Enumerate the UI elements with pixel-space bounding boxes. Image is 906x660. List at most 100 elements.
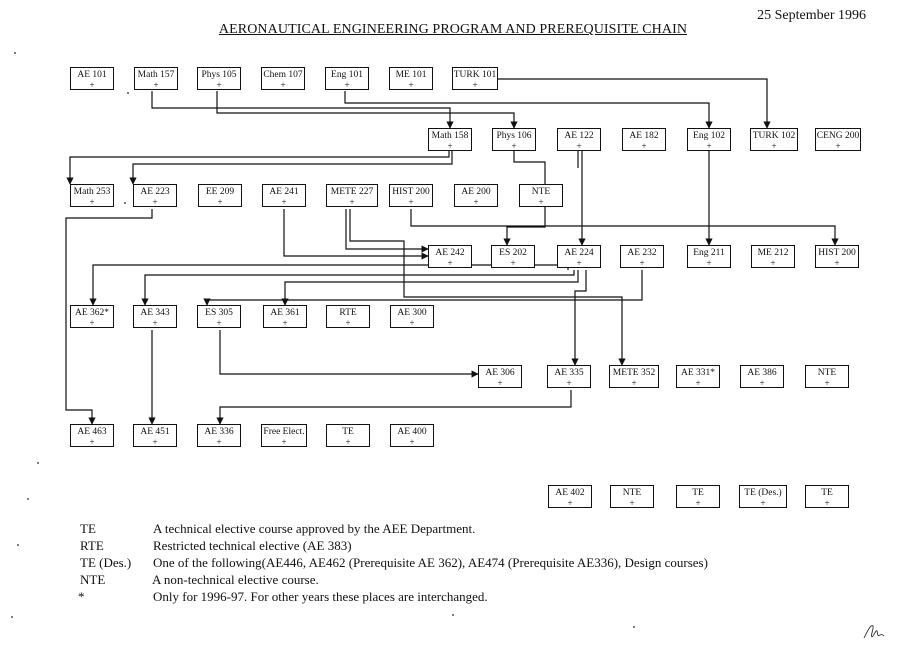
- edge-eng101-eng102: [344, 91, 713, 129]
- course-box-ae451: AE 451+: [133, 424, 177, 447]
- course-label: HIST 200: [818, 248, 856, 258]
- course-box-ae232: AE 232+: [620, 245, 664, 268]
- edge-mete227-ae242: [345, 209, 429, 253]
- course-label: AE 451: [140, 427, 170, 437]
- course-label: NTE: [817, 368, 837, 378]
- course-plus-mark: +: [216, 318, 222, 328]
- course-box-nte1: NTE+: [519, 184, 563, 207]
- course-box-es202: ES 202+: [491, 245, 535, 268]
- course-label: AE 300: [397, 308, 427, 318]
- course-label: AE 241: [269, 187, 299, 197]
- course-label: AE 224: [564, 248, 594, 258]
- course-plus-mark: +: [770, 258, 776, 268]
- course-plus-mark: +: [281, 437, 287, 447]
- edge-ae224-ae361: [281, 270, 579, 306]
- edge-ae224-ae335: [571, 270, 587, 366]
- course-label: AE 331*: [680, 368, 716, 378]
- edge-ae224-ae343: [141, 270, 575, 306]
- course-plus-mark: +: [280, 80, 286, 90]
- course-label: TE: [342, 427, 354, 437]
- course-plus-mark: +: [566, 378, 572, 388]
- course-label: METE 352: [612, 368, 656, 378]
- page-title: AERONAUTICAL ENGINEERING PROGRAM AND PRE…: [218, 22, 688, 37]
- course-box-ae361: AE 361+: [263, 305, 307, 328]
- edge-ae223-ae463: [65, 209, 153, 425]
- course-plus-mark: +: [641, 141, 647, 151]
- course-label: AE 223: [140, 187, 170, 197]
- course-plus-mark: +: [89, 197, 95, 207]
- course-box-rte: RTE+: [326, 305, 370, 328]
- course-box-ae343: AE 343+: [133, 305, 177, 328]
- course-label: Phys 105: [201, 70, 237, 80]
- course-label: EE 209: [205, 187, 235, 197]
- course-plus-mark: +: [497, 378, 503, 388]
- course-box-ae336: AE 336+: [197, 424, 241, 447]
- course-box-ae223: AE 223+: [133, 184, 177, 207]
- course-plus-mark: +: [409, 437, 415, 447]
- course-box-ae200: AE 200+: [454, 184, 498, 207]
- course-label: AE 242: [435, 248, 465, 258]
- course-plus-mark: +: [695, 378, 701, 388]
- course-label: CENG 200: [816, 131, 860, 141]
- scan-speck: [633, 626, 635, 628]
- legend-abbr: *: [78, 589, 85, 604]
- edge-ae241-ae242: [283, 209, 429, 260]
- course-plus-mark: +: [576, 258, 582, 268]
- course-box-ae242: AE 242+: [428, 245, 472, 268]
- course-plus-mark: +: [349, 197, 355, 207]
- course-label: Free Elect.: [263, 427, 305, 437]
- course-plus-mark: +: [89, 80, 95, 90]
- course-label: AE 306: [485, 368, 515, 378]
- course-box-freeelect: Free Elect.+: [261, 424, 307, 447]
- course-box-ceng200: CENG 200+: [815, 128, 861, 151]
- course-box-te3: TE+: [805, 485, 849, 508]
- scan-speck: [452, 614, 454, 616]
- course-box-ae182: AE 182+: [622, 128, 666, 151]
- course-label: AE 335: [554, 368, 584, 378]
- edge-hist200a-hist200b: [410, 209, 839, 246]
- date-label: 25 September 1996: [757, 8, 866, 23]
- course-box-ae331: AE 331*+: [676, 365, 720, 388]
- course-box-ae386: AE 386+: [740, 365, 784, 388]
- course-plus-mark: +: [706, 141, 712, 151]
- course-plus-mark: +: [472, 80, 478, 90]
- course-box-math158: Math 158+: [428, 128, 472, 151]
- edge-mete227-mete352: [349, 209, 626, 366]
- course-plus-mark: +: [89, 437, 95, 447]
- course-label: AE 400: [397, 427, 427, 437]
- course-label: AE 362*: [74, 308, 110, 318]
- course-box-eng101: Eng 101+: [325, 67, 369, 90]
- course-label: AE 101: [77, 70, 107, 80]
- course-plus-mark: +: [511, 141, 517, 151]
- course-plus-mark: +: [510, 258, 516, 268]
- course-box-eng211: Eng 211+: [687, 245, 731, 268]
- course-box-chem107: Chem 107+: [261, 67, 305, 90]
- course-label: AE 361: [270, 308, 300, 318]
- course-box-hist200b: HIST 200+: [815, 245, 859, 268]
- course-box-hist200a: HIST 200+: [389, 184, 433, 207]
- course-label: Math 157: [137, 70, 175, 80]
- course-plus-mark: +: [567, 498, 573, 508]
- course-box-ae101: AE 101+: [70, 67, 114, 90]
- course-plus-mark: +: [217, 197, 223, 207]
- edge-turk101-turk102: [497, 78, 771, 129]
- course-box-me212: ME 212+: [751, 245, 795, 268]
- course-plus-mark: +: [216, 80, 222, 90]
- course-box-math253: Math 253+: [70, 184, 114, 207]
- course-box-ae400: AE 400+: [390, 424, 434, 447]
- course-label: AE 402: [555, 488, 585, 498]
- course-label: TE: [821, 488, 833, 498]
- course-plus-mark: +: [282, 318, 288, 328]
- legend-abbr: TE: [80, 521, 96, 536]
- course-box-turk101: TURK 101+: [452, 67, 498, 90]
- course-box-mete227: METE 227+: [326, 184, 378, 207]
- course-plus-mark: +: [706, 258, 712, 268]
- edge-phys105-phys106: [216, 91, 518, 129]
- edge-math158-math253: [66, 151, 450, 185]
- scan-speck: [11, 616, 13, 618]
- course-label: AE 232: [627, 248, 657, 258]
- scan-speck: [124, 202, 126, 204]
- legend-desc: One of the following(AE446, AE462 (Prere…: [153, 555, 708, 570]
- course-plus-mark: +: [447, 141, 453, 151]
- course-box-nte2: NTE+: [805, 365, 849, 388]
